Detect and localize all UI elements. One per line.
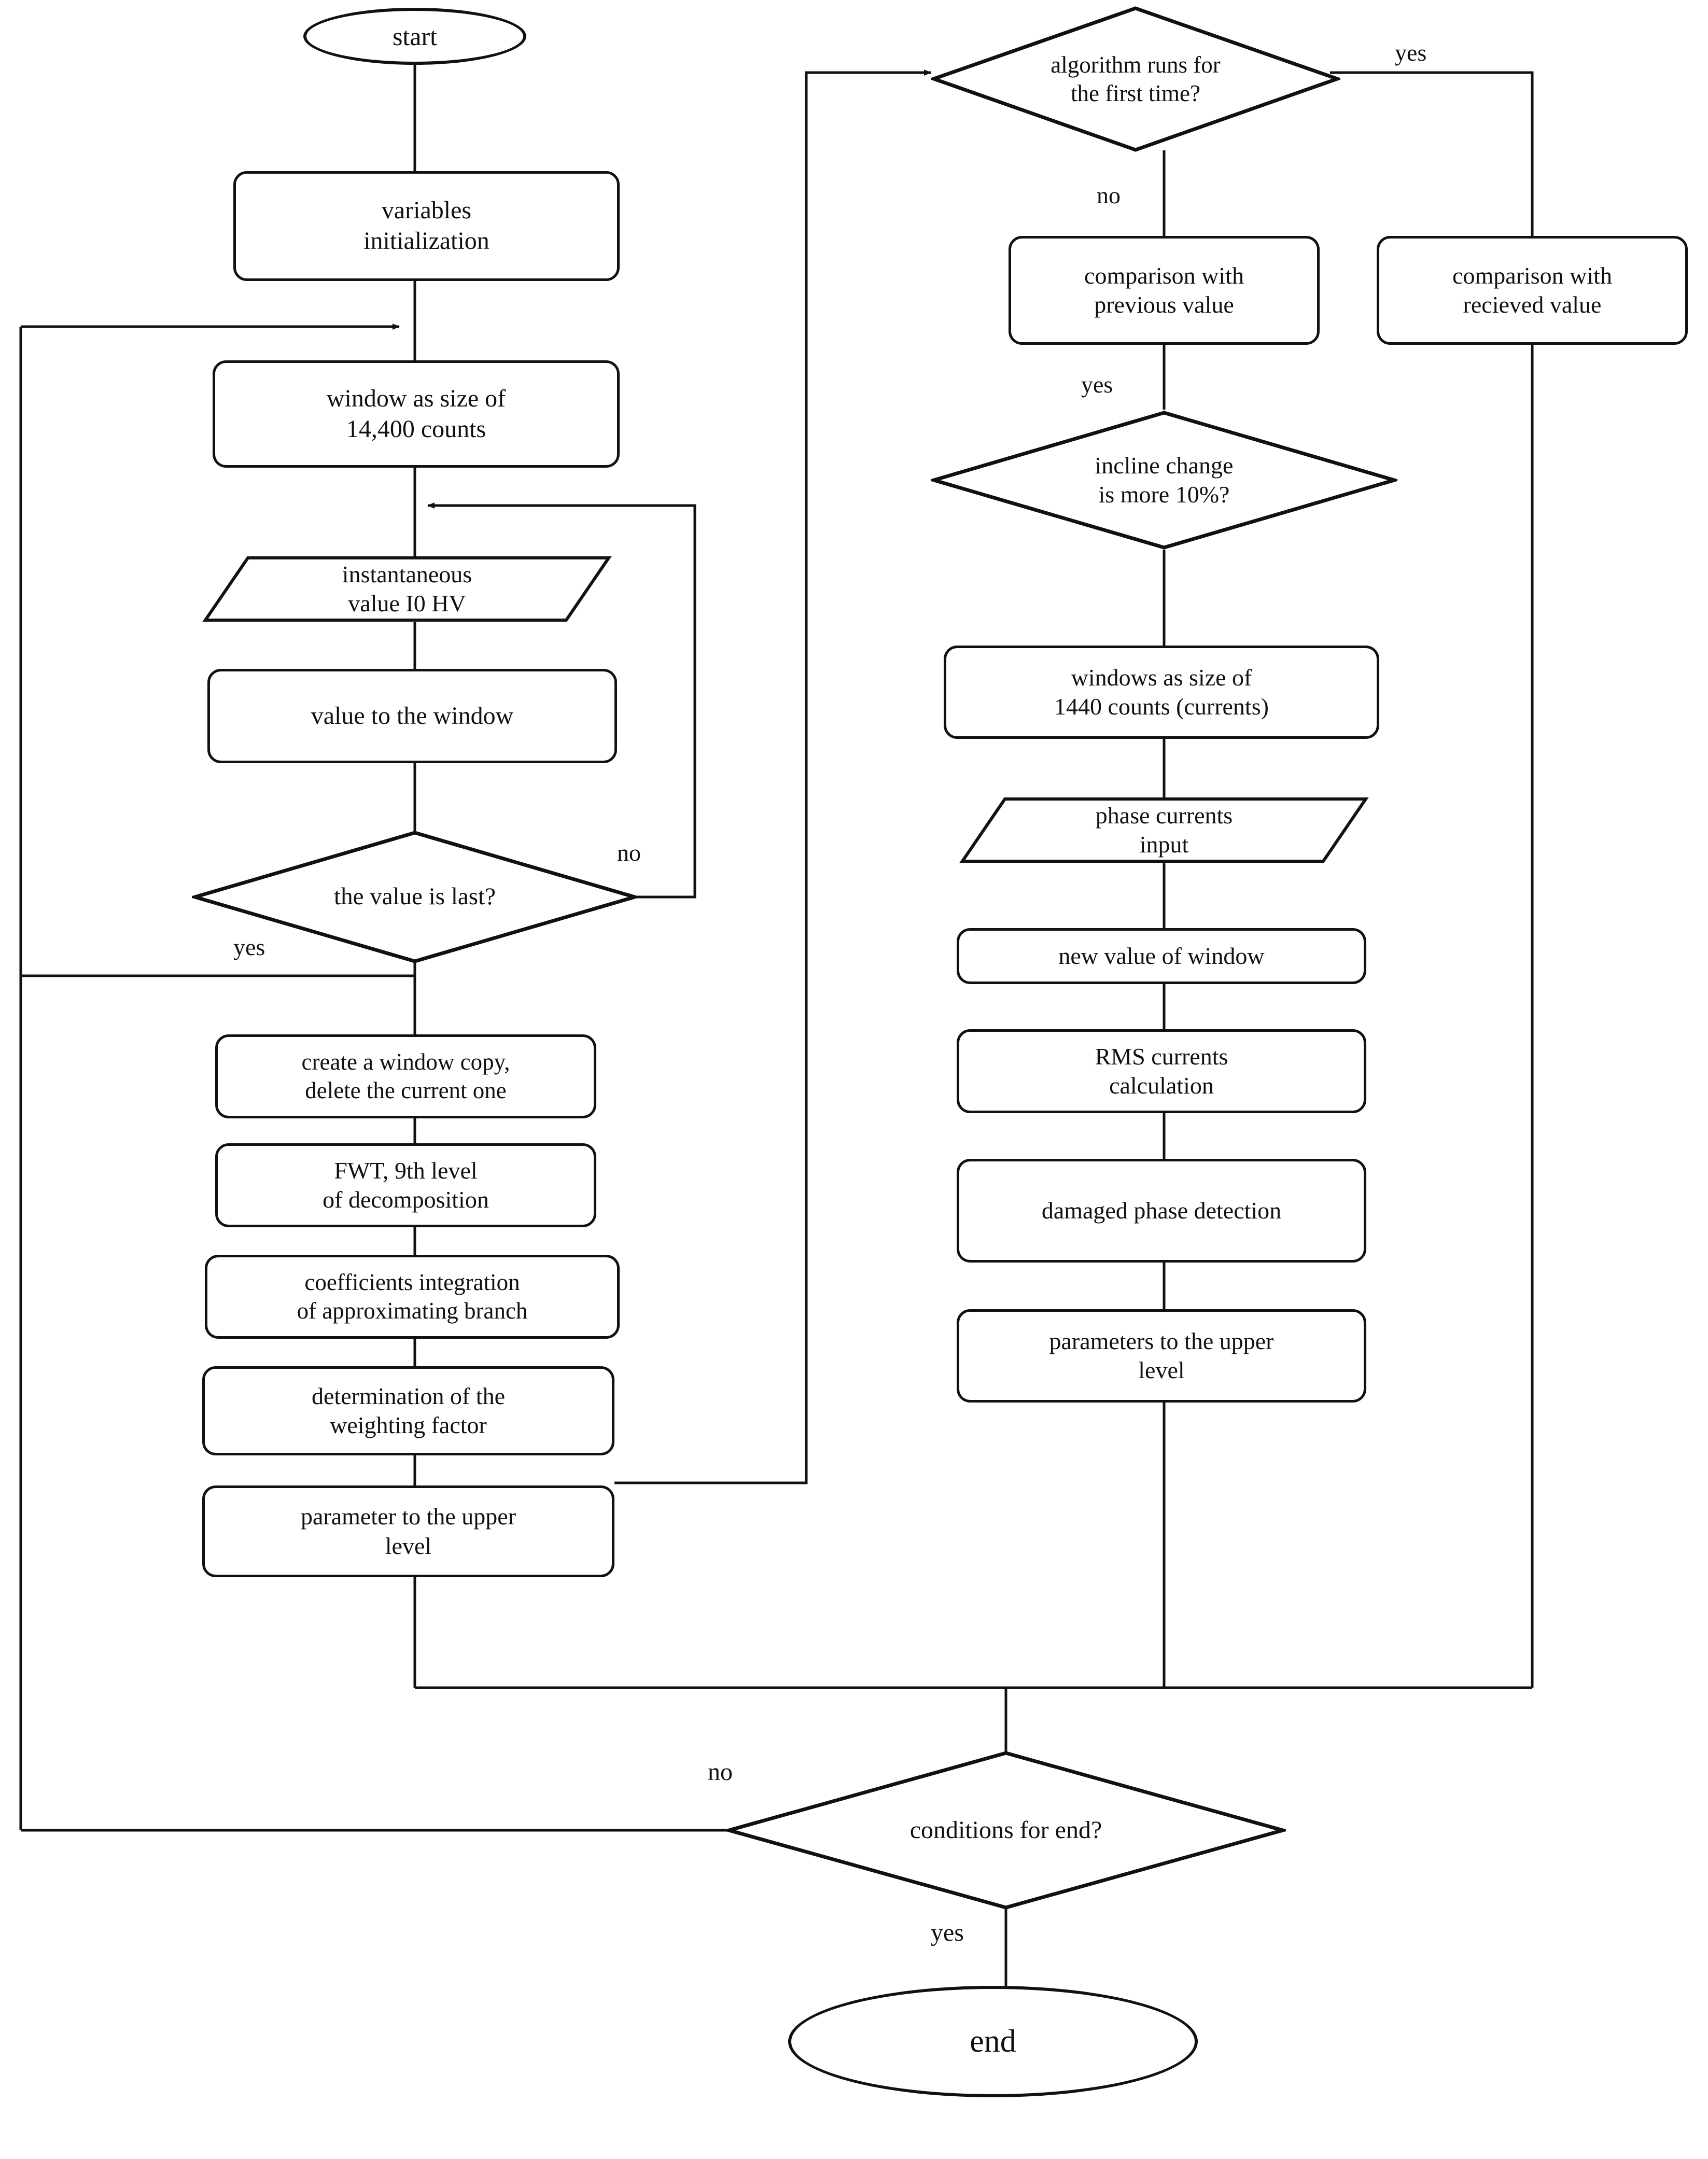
node-phase-currents-label: phase currents input [1095, 802, 1233, 858]
node-window-14400-label: window as size of 14,400 counts [326, 384, 506, 443]
node-window-copy-label: create a window copy, delete the current… [301, 1049, 510, 1103]
node-first-time: algorithm runs for the first time? [931, 5, 1340, 153]
node-coeff-integration: coefficients integration of approximatin… [205, 1255, 620, 1339]
node-variables-init: variables initialization [233, 171, 620, 281]
node-value-is-last: the value is last? [192, 830, 638, 964]
node-fwt: FWT, 9th level of decomposition [215, 1143, 596, 1227]
node-window-copy: create a window copy, delete the current… [215, 1034, 596, 1118]
node-value-to-window-label: value to the window [311, 702, 514, 730]
edge-label-conditions-end-no: no [708, 1758, 733, 1786]
node-cmp-previous: comparison with previous value [1009, 236, 1320, 345]
node-value-to-window: value to the window [207, 669, 617, 763]
edge-label-first-time-no: no [1097, 182, 1121, 208]
node-conditions-end: conditions for end? [726, 1750, 1286, 1911]
node-rms-currents: RMS currents calculation [957, 1029, 1366, 1113]
node-window-1440-label: windows as size of 1440 counts (currents… [1054, 664, 1269, 720]
node-incline-change: incline change is more 10%? [931, 410, 1397, 551]
edge-label-cmp-previous-yes: yes [1081, 371, 1113, 398]
node-rms-currents-label: RMS currents calculation [1095, 1043, 1228, 1099]
node-start: start [303, 8, 526, 65]
node-param-upper-label: parameter to the upper level [300, 1503, 516, 1559]
node-end-label: end [970, 2023, 1016, 2059]
node-weighting-factor-label: determination of the weighting factor [312, 1382, 505, 1438]
node-instantaneous-value-label: instantaneous value I0 HV [342, 560, 472, 616]
node-variables-init-label: variables initialization [363, 197, 489, 255]
node-start-label: start [392, 21, 438, 51]
node-damaged-phase-label: damaged phase detection [1041, 1197, 1282, 1224]
edge-label-conditions-end-yes: yes [931, 1919, 964, 1946]
node-window-1440: windows as size of 1440 counts (currents… [944, 646, 1379, 739]
node-new-value-window-label: new value of window [1058, 942, 1265, 969]
node-params-upper: parameters to the upper level [957, 1309, 1366, 1403]
node-phase-currents: phase currents input [959, 796, 1369, 864]
node-weighting-factor: determination of the weighting factor [202, 1366, 614, 1455]
node-instantaneous-value: instantaneous value I0 HV [202, 555, 612, 623]
node-params-upper-label: parameters to the upper level [1049, 1327, 1274, 1383]
node-first-time-label: algorithm runs for the first time? [1051, 51, 1221, 106]
node-new-value-window: new value of window [957, 928, 1366, 984]
node-damaged-phase: damaged phase detection [957, 1159, 1366, 1263]
edge-label-value-is-last-no: no [617, 839, 641, 866]
node-value-is-last-label: the value is last? [334, 883, 496, 910]
node-incline-change-label: incline change is more 10%? [1095, 452, 1234, 508]
node-coeff-integration-label: coefficients integration of approximatin… [297, 1269, 528, 1324]
node-cmp-received: comparison with recieved value [1377, 236, 1688, 345]
edge-label-value-is-last-yes: yes [233, 934, 265, 960]
node-conditions-end-label: conditions for end? [909, 1816, 1102, 1844]
node-end: end [788, 1986, 1198, 2097]
node-param-upper: parameter to the upper level [202, 1485, 614, 1577]
node-cmp-received-label: comparison with recieved value [1452, 262, 1612, 318]
node-window-14400: window as size of 14,400 counts [213, 360, 620, 468]
edge-label-first-time-yes: yes [1395, 39, 1427, 66]
node-cmp-previous-label: comparison with previous value [1084, 262, 1244, 318]
node-fwt-label: FWT, 9th level of decomposition [323, 1157, 489, 1213]
